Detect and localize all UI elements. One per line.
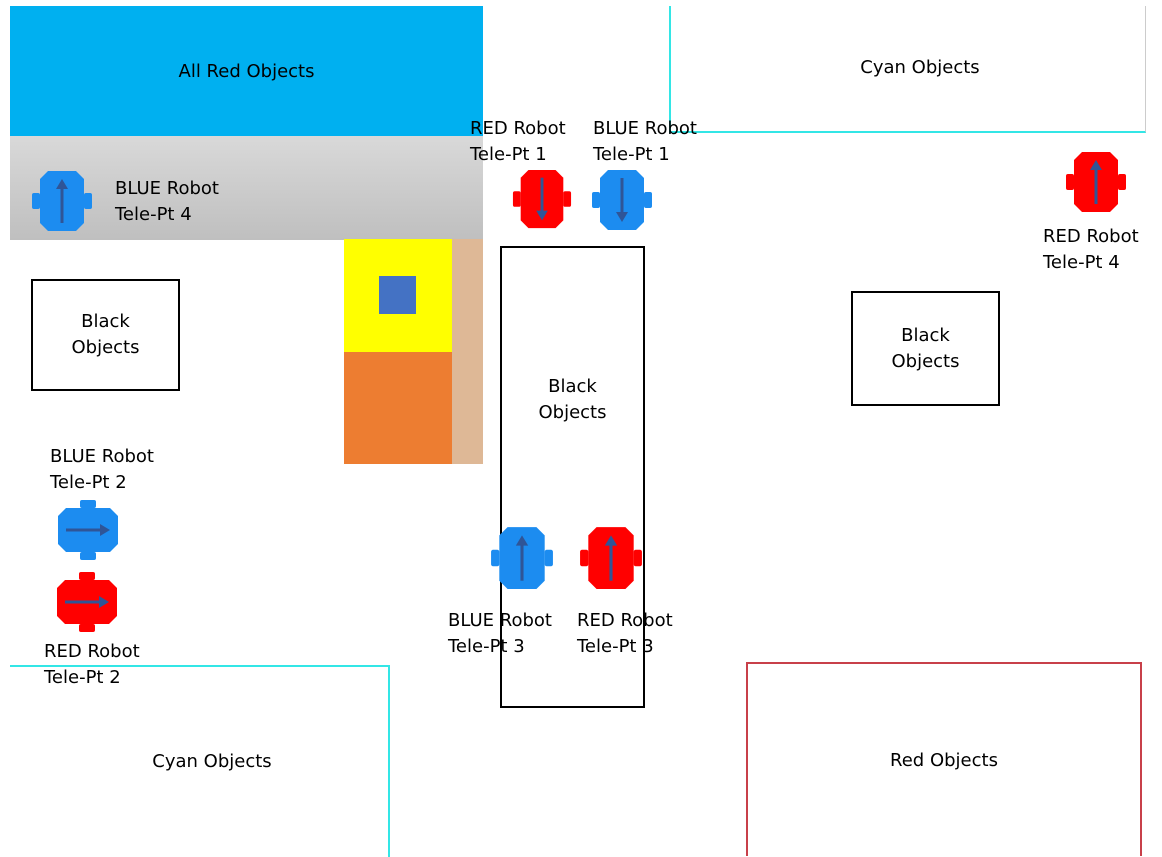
robot-red-tp4-icon (1066, 152, 1126, 212)
orange-zone (344, 352, 452, 464)
robot-blue-tp2-icon (58, 500, 118, 560)
all-red-objects-label: All Red Objects (178, 60, 315, 82)
robot-blue-tp3-icon (491, 527, 553, 589)
black-objects-right: Black Objects (851, 291, 1000, 406)
robot-red-tp2-icon (57, 572, 117, 632)
black-center-line2: Objects (538, 402, 607, 423)
tan-strip (452, 239, 483, 464)
red-objects-zone: Red Objects (746, 662, 1142, 856)
robot-red-tp1-icon (512, 169, 572, 229)
cyan-bottom-region (10, 665, 390, 857)
black-left-line2: Objects (71, 337, 140, 358)
cyan-top-region (669, 6, 1146, 133)
blue-square (379, 276, 416, 314)
all-red-objects-zone: All Red Objects (10, 6, 483, 136)
black-objects-center: Black Objects (500, 246, 645, 708)
black-right-line1: Black (901, 324, 950, 346)
black-left-line1: Black (81, 311, 130, 332)
gray-zone (10, 136, 483, 240)
black-center-line1: Black (548, 376, 597, 397)
red-objects-label: Red Objects (890, 749, 998, 771)
cyan-bottom-label: Cyan Objects (152, 751, 272, 772)
robot-blue-tp1-icon (592, 170, 652, 230)
black-objects-left: Black Objects (31, 279, 180, 391)
cyan-top-label: Cyan Objects (860, 57, 980, 78)
black-right-line2: Objects (891, 350, 960, 372)
robot-blue-tp4-icon (32, 171, 92, 231)
robot-red-tp3-icon (580, 527, 642, 589)
